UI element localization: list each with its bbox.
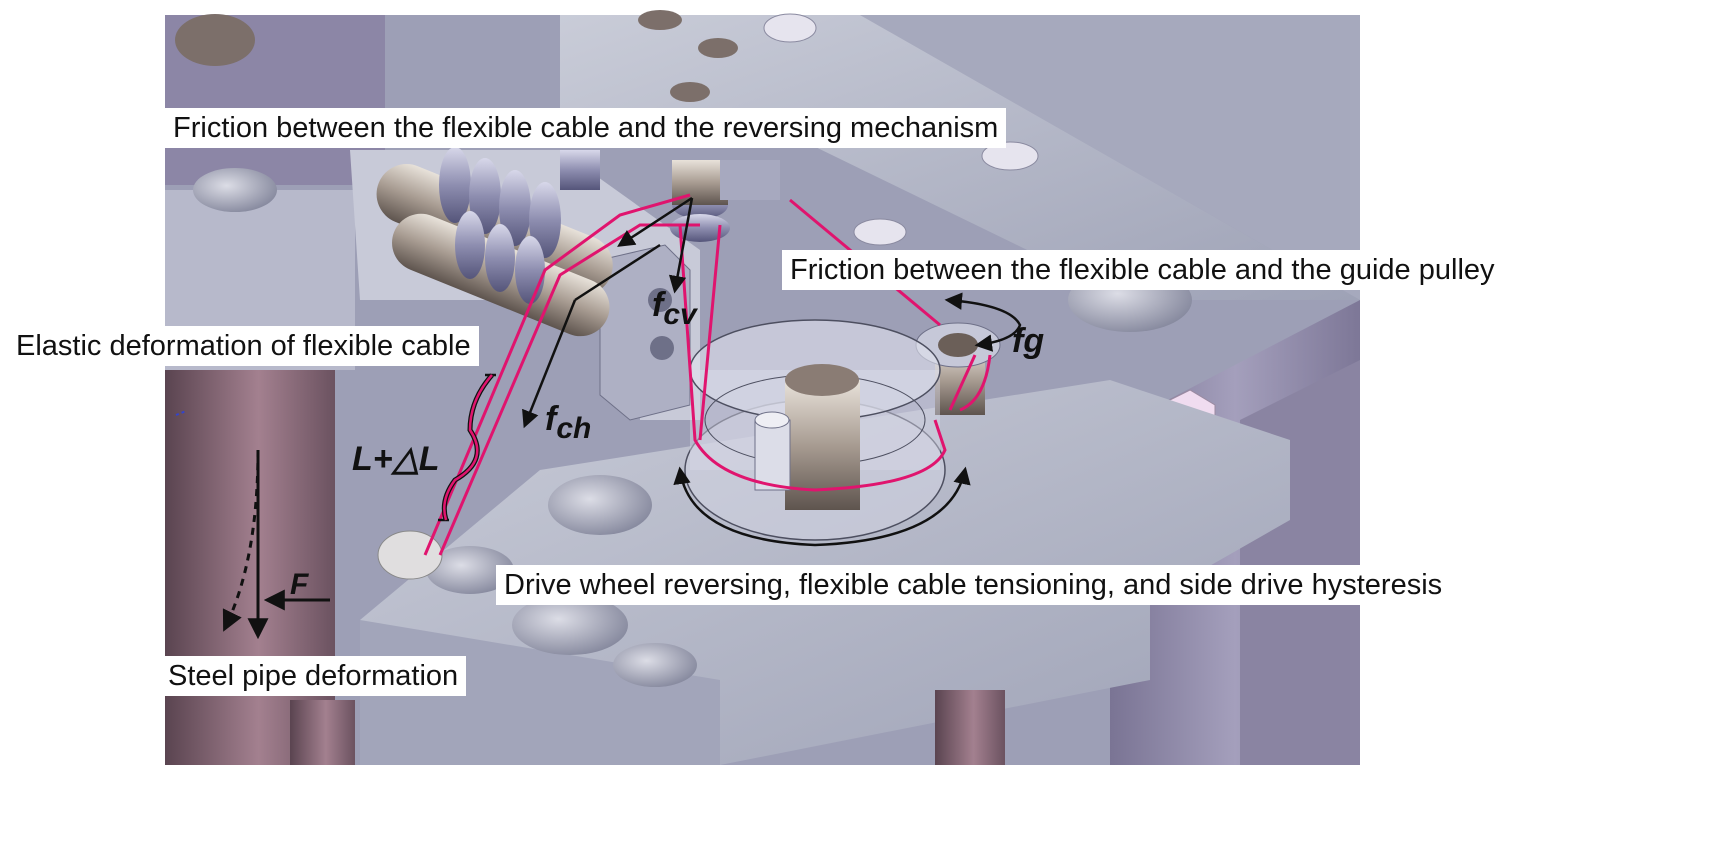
- left-hole: [193, 168, 277, 212]
- guide-pulley-axle: [938, 333, 978, 357]
- plate-hole-a: [648, 288, 672, 312]
- label-drive-wheel: Drive wheel reversing, flexible cable te…: [496, 565, 1451, 605]
- screw-head-2: [981, 141, 1039, 171]
- symbol-fcv: fcv: [652, 286, 699, 331]
- bolt-top-2: [698, 38, 738, 58]
- screw-head-1: [763, 13, 817, 43]
- drive-pin: [754, 419, 791, 491]
- drive-shaft-top: [785, 364, 859, 396]
- cable-anchor: [377, 530, 443, 580]
- pipe-deformation-arrows: [222, 449, 330, 640]
- flexible-cable: [423, 193, 992, 556]
- plate-hole-2: [426, 546, 514, 594]
- plate-hole-1: [548, 475, 652, 535]
- screw-head-3: [853, 218, 907, 246]
- friction-arrows-reversing: [522, 196, 694, 429]
- lower-right-pipe: [935, 690, 1005, 765]
- label-pulley-friction: Friction between the flexible cable and …: [782, 250, 1503, 290]
- symbol-fch: fch: [545, 400, 591, 445]
- plate-hole-3: [512, 595, 628, 655]
- length-dimension: [438, 373, 496, 522]
- plate-hole-4: [613, 643, 697, 687]
- top-bracket: [720, 160, 780, 200]
- bolt-top-3: [670, 82, 710, 102]
- steel-pipe-lower: [290, 700, 355, 765]
- label-steel-pipe: Steel pipe deformation: [160, 656, 467, 696]
- drive-pin-top: [754, 411, 790, 429]
- symbol-force: F: [290, 568, 309, 601]
- top-coupler: [560, 150, 600, 190]
- reversing-plate: [599, 244, 691, 421]
- plate-hole-b: [650, 336, 674, 360]
- rotation-arrow: [673, 466, 971, 547]
- top-plate: [560, 15, 1360, 300]
- symbol-fg: fg: [1012, 322, 1044, 360]
- label-elastic-deformation: Elastic deformation of flexible cable: [8, 326, 479, 366]
- bolt-top-1: [638, 10, 682, 30]
- steel-pipe: [165, 370, 335, 765]
- small-axis-mark: [175, 410, 187, 416]
- guide-pulley-arrow: [944, 292, 1022, 352]
- right-wall-edge: [1240, 360, 1360, 765]
- label-reversing-friction: Friction between the flexible cable and …: [165, 108, 1007, 148]
- symbol-length: L+△L: [352, 440, 440, 478]
- upper-bolt-head: [175, 14, 255, 66]
